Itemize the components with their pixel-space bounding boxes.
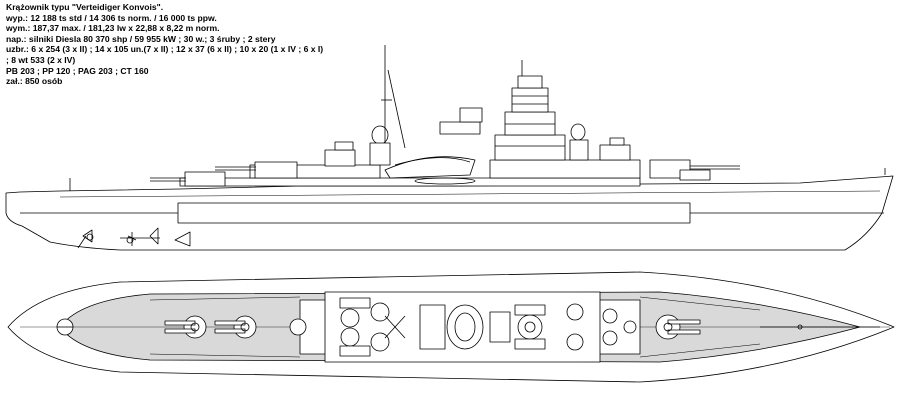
plan-turret-aft-1 <box>164 315 207 339</box>
spec-dimensions: wym.: 187,37 max. / 181,23 lw x 22,88 x … <box>6 23 220 34</box>
spec-title: Krążownik typu "Verteidiger Konvois". <box>6 2 164 12</box>
ship-specifications: Krążownik typu "Verteidiger Konvois". wy… <box>6 2 386 87</box>
plan-bridge <box>514 303 637 351</box>
turret-a-side <box>150 171 226 187</box>
spec-armament-line-1: uzbr.: 6 x 254 (3 x II) ; 14 x 105 un.(7… <box>6 44 324 55</box>
plan-aft-superstructure <box>339 297 406 357</box>
propellers <box>77 227 191 249</box>
spec-armament-line-2: ; 8 wt 533 (2 x IV) <box>6 54 76 65</box>
spec-armor: PB 203 ; PP 120 ; PAG 203 ; CT 160 <box>6 65 149 76</box>
stern-emblem <box>56 318 74 336</box>
main-superstructure <box>439 60 589 161</box>
boats <box>384 156 476 185</box>
rangefinder-fwd <box>371 125 389 145</box>
plan-turret-fwd <box>655 314 701 340</box>
spec-crew: zał.: 850 osób <box>6 76 63 87</box>
turret-b-side <box>215 161 298 179</box>
side-profile-view <box>5 45 894 251</box>
armor-belt <box>177 202 691 224</box>
plan-funnel <box>419 304 511 350</box>
foremast <box>381 45 406 149</box>
plan-view <box>7 271 895 383</box>
plan-turret-aft-2 <box>214 315 257 339</box>
spec-propulsion: nap.: silniki Diesla 80 370 shp / 59 955… <box>6 33 276 44</box>
spec-displacement: wyp.: 12 188 ts std / 14 306 ts norm. / … <box>6 12 217 23</box>
